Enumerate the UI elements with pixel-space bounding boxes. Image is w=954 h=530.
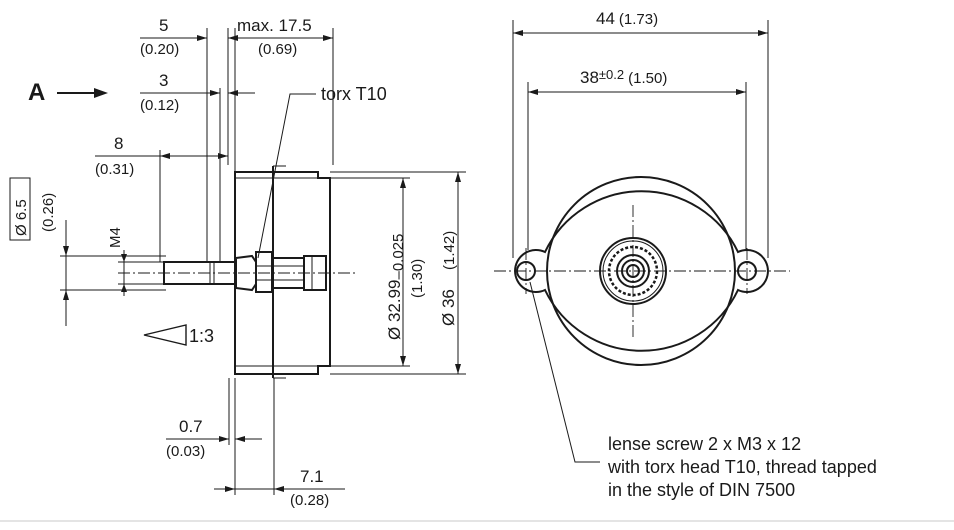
side-view: torx T10 5 (0.20) max. 17.5 (0.69) 3 (0.… (9, 16, 466, 509)
dim-8-value: 8 (114, 134, 123, 153)
dim-dia-6-5: Ø 6.5 (0.26) (9, 177, 166, 326)
dim-dia-32-99-tol: –0.025 (390, 234, 407, 280)
flange-outline (514, 190, 769, 352)
svg-text:38±0.2(1.50): 38±0.2 (1.50) (580, 67, 667, 87)
dim-dia-6-5-inch: (0.26) (40, 193, 57, 232)
screw-note: lense screw 2 x M3 x 12 with torx head T… (607, 434, 877, 500)
taper-label: 1:3 (189, 326, 214, 346)
dim-dia-36-value: Ø 36 (439, 289, 458, 326)
torx-label: torx T10 (321, 84, 387, 104)
dim-5: 5 (0.20) (140, 16, 238, 58)
dim-0-7-value: 0.7 (179, 417, 203, 436)
dim-7-1-inch: (0.28) (290, 492, 329, 509)
dim-38-tol: ±0.2 (599, 67, 624, 82)
dim-dia-36: Ø 36 (1.42) (330, 171, 466, 375)
dim-7-1-value: 7.1 (300, 467, 324, 486)
screw-note-leader (529, 281, 600, 463)
view-arrow-label: A (28, 79, 45, 106)
dim-5-inch: (0.20) (140, 41, 179, 58)
dim-44: 44(1.73) (513, 9, 768, 36)
svg-text:44(1.73): 44(1.73) (596, 9, 658, 28)
svg-text:Ø 32.99–0.025: Ø 32.99–0.025 (385, 234, 407, 340)
dim-8: 8 (0.31) (95, 134, 228, 178)
dim-dia-36-inch: (1.42) (441, 231, 458, 270)
dim-dia-32-99-inch: (1.30) (409, 259, 426, 298)
thread-label: M4 (107, 227, 124, 248)
screw-note-line1: lense screw 2 x M3 x 12 (608, 434, 801, 454)
shaft (163, 251, 327, 293)
dim-m4: M4 (107, 227, 164, 296)
dim-3-value: 3 (159, 71, 168, 90)
dim-dia-6-5-value: Ø 6.5 (13, 199, 30, 236)
dim-0-7-inch: (0.03) (166, 443, 205, 460)
dim-dia-32-99-value: Ø 32.99 (385, 280, 404, 341)
dim-44-inch: (1.73) (619, 11, 658, 28)
screw-note-line3: in the style of DIN 7500 (608, 480, 795, 500)
front-view: 44(1.73) 38±0.2 (1.50) lense screw 2 x M3… (494, 9, 877, 500)
taper-symbol: 1:3 (143, 324, 214, 346)
dim-38-inch: (1.50) (628, 70, 667, 87)
view-arrow-a: A (28, 79, 108, 106)
dim-38-value: 38 (580, 68, 599, 87)
screw-note-line2: with torx head T10, thread tapped (607, 457, 877, 477)
dim-44-value: 44 (596, 9, 615, 28)
dim-5-value: 5 (159, 16, 168, 35)
dim-17-5-inch: (0.69) (258, 41, 297, 58)
dim-7-1: 7.1 (0.28) (214, 467, 345, 509)
dim-3-inch: (0.12) (140, 97, 179, 114)
dim-17-5-value: max. 17.5 (237, 16, 312, 35)
dim-38: 38±0.2 (1.50) (528, 67, 746, 95)
dim-dia-32-99: Ø 32.99–0.025 (1.30) (318, 177, 426, 367)
dim-0-7: 0.7 (0.03) (166, 378, 262, 460)
dim-3: 3 (0.12) (140, 71, 255, 114)
torx-leader (257, 93, 316, 259)
dim-8-inch: (0.31) (95, 161, 134, 178)
dim-17-5: max. 17.5 (0.69) (228, 16, 333, 58)
